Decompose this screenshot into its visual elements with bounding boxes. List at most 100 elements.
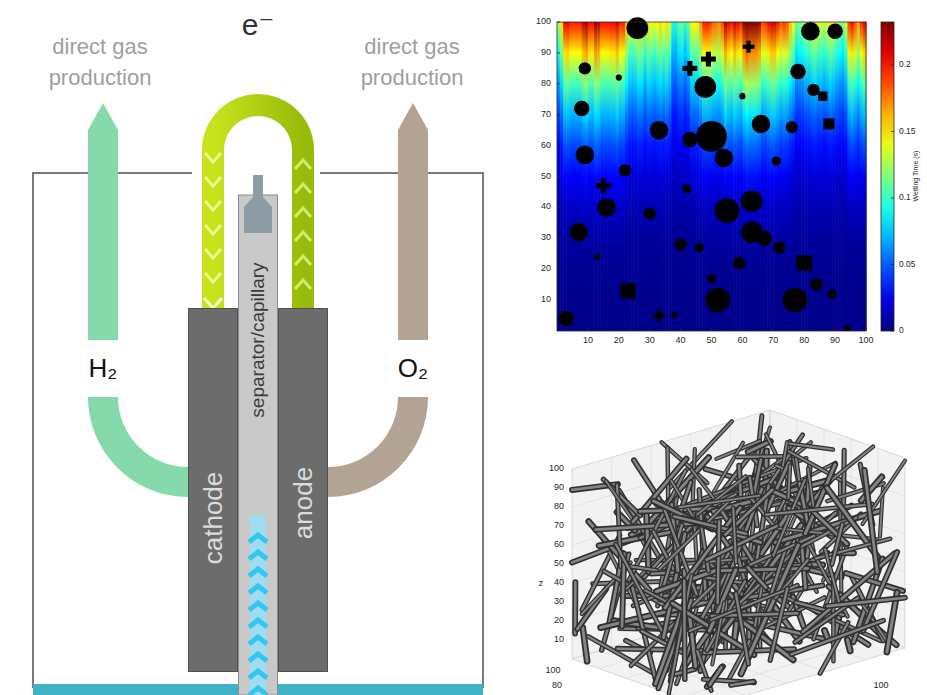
obstacle-blob: [627, 17, 649, 39]
fiber-highlight: [712, 603, 724, 665]
electrolyzer-illustration: [32, 103, 484, 695]
colorbar-tick-label: 0.1: [899, 193, 911, 202]
obstacle-blob: [790, 64, 805, 79]
obstacle-blob: [739, 93, 745, 99]
fiber: [847, 640, 850, 651]
obstacle-blob: [682, 132, 697, 147]
axis-tick-label: 100: [545, 666, 560, 676]
tick-mark: [557, 176, 560, 177]
fiber-highlight: [827, 598, 905, 606]
fiber: [622, 554, 624, 627]
obstacle-blob: [620, 283, 635, 298]
obstacle-blob: [733, 257, 745, 269]
hydrogen-arrow: [88, 397, 188, 497]
water-chevron: [249, 688, 267, 695]
colorbar-tick-label: 0.05: [899, 260, 916, 269]
electron-label: e⁻: [242, 7, 275, 42]
flow-chevron: [205, 177, 221, 186]
colorbar-tick-label: 0.2: [899, 60, 911, 69]
axis-tick-label: 50: [554, 559, 564, 569]
node-label: separator/capillary: [247, 263, 269, 418]
obstacle-blob: [671, 312, 677, 318]
water-chevron: [249, 620, 267, 627]
fiber: [805, 465, 835, 534]
obstacle-blob: [801, 22, 820, 41]
water-chevron: [249, 586, 267, 593]
obstacle-blob: [706, 52, 711, 67]
obstacle-blob: [574, 101, 589, 116]
obstacle-blob: [827, 289, 836, 298]
water-chevron: [249, 637, 267, 644]
obstacle-blob: [674, 238, 686, 250]
fiber-highlight: [718, 521, 720, 603]
fiber: [712, 603, 724, 665]
tick-mark: [557, 83, 560, 84]
axis-tick-label: 30: [554, 597, 564, 607]
fiber: [820, 622, 848, 673]
obstacle-blob: [597, 198, 616, 217]
fiber-highlight: [832, 524, 842, 564]
obstacle-blob: [579, 62, 591, 74]
fiber: [788, 466, 790, 499]
fiber-highlight: [788, 466, 790, 499]
axis-tick-label: 40: [676, 336, 686, 346]
obstacle-blob: [783, 288, 808, 313]
tick-mark: [680, 328, 681, 331]
tick-mark: [557, 22, 560, 23]
fiber: [770, 588, 787, 660]
obstacle-blob: [796, 255, 811, 270]
tick-mark: [557, 238, 560, 239]
colorbar-title: Wetting Time (s): [912, 151, 920, 202]
obstacle-blob: [756, 231, 771, 246]
fiber-highlight: [733, 508, 736, 563]
fiber-highlight: [683, 580, 686, 679]
obstacle-blob: [773, 241, 785, 253]
node-label: cathode: [198, 472, 229, 565]
tick-mark: [557, 52, 560, 53]
axis-tick-label: 10: [554, 635, 564, 645]
node-label: anode: [288, 467, 319, 539]
axis-tick-label: 100: [536, 17, 551, 27]
water-chevron: [249, 552, 267, 559]
axis-tick-label: 90: [554, 483, 564, 493]
fiber-network-3d: [572, 410, 905, 695]
flow-chevron: [205, 249, 221, 258]
fiber: [669, 575, 692, 693]
axis-tick-label: 20: [541, 264, 551, 274]
fiber-highlight: [697, 476, 746, 514]
obstacle-blob: [707, 274, 716, 283]
tick-mark: [587, 328, 588, 331]
tick-mark: [891, 65, 894, 66]
fiber: [736, 594, 749, 664]
fiber-highlight: [710, 667, 722, 684]
tick-mark: [891, 198, 894, 199]
obstacle-blob: [619, 164, 631, 176]
tick-mark: [711, 328, 712, 331]
water-chevron: [249, 603, 267, 610]
tick-mark: [891, 331, 894, 332]
fiber: [731, 682, 754, 686]
obstacle-blob: [810, 278, 822, 290]
vessel-wall: [482, 173, 484, 688]
axis-tick-label: 80: [799, 336, 809, 346]
axis-tick-label: 80: [554, 502, 564, 512]
axis-tick-label: 100: [549, 464, 564, 474]
tick-mark: [835, 328, 836, 331]
obstacle-blob: [695, 76, 717, 98]
axis-tick-label: 70: [541, 110, 551, 120]
obstacle-blob: [695, 243, 704, 252]
fiber-highlight: [766, 504, 872, 514]
fiber: [865, 470, 878, 572]
colorbar-tick-label: 0.15: [899, 127, 916, 136]
obstacle-blob: [559, 311, 574, 326]
tick-mark: [773, 328, 774, 331]
obstacle-blob: [576, 146, 595, 165]
fiber: [706, 526, 776, 560]
colorbar: [881, 22, 894, 331]
flow-chevron: [295, 256, 311, 265]
colorbar-tick-label: 0: [899, 326, 904, 335]
obstacle-blob: [682, 184, 691, 193]
tick-mark: [557, 207, 560, 208]
hydrogen-arrow: [88, 103, 118, 340]
axis-tick-label: 80: [541, 79, 551, 89]
